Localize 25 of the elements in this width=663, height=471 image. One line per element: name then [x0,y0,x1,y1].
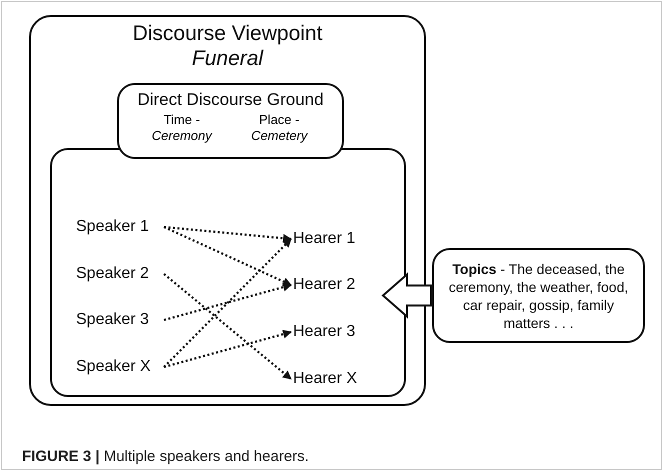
dotted-arrow [164,282,292,322]
dotted-arrow [164,330,292,368]
speaker-label: Speaker 1 [76,215,162,239]
dotted-arrow [164,226,292,286]
speaker-label: Speaker X [76,355,162,379]
hearer-label: Hearer 2 [293,273,377,297]
speaker-label: Speaker 2 [76,262,162,286]
dotted-arrow [163,238,292,368]
panel-title: Discourse Viewpoint [132,21,322,46]
speaker-label: Speaker 3 [76,308,162,332]
ground-panel [117,83,344,159]
setting-label: Place - Cemetery [250,112,309,144]
figure-caption: FIGURE 3 | Multiple speakers and hearers. [22,448,309,465]
dotted-arrow [164,226,292,243]
viewpoint-panel [29,15,426,406]
setting-label: Time - Ceremony [150,112,214,144]
dotted-arrow [163,273,292,380]
topics-box [432,248,645,343]
hearer-label: Hearer 1 [293,227,377,251]
topics-text: Topics - The deceased, the ceremony, the weather, food, car repair, gossip, family matters . . . [448,260,630,332]
block-arrow [381,272,432,319]
panel-title: Direct Discourse Ground [137,90,324,110]
hearer-label: Hearer 3 [293,320,377,344]
hearer-label: Hearer X [293,367,377,391]
panel-subtitle: Funeral [192,46,264,71]
